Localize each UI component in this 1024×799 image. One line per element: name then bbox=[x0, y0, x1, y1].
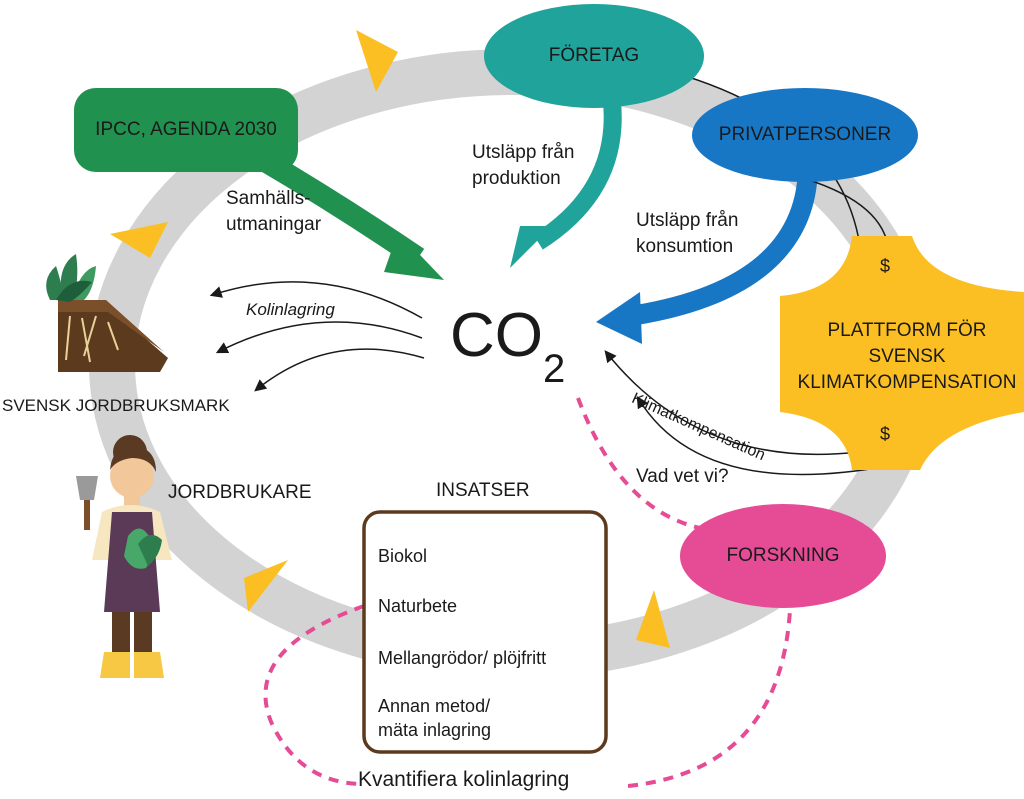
soil-block bbox=[58, 306, 168, 372]
blue-arrow bbox=[628, 161, 819, 326]
foretag-label: FÖRETAG bbox=[548, 45, 640, 66]
plattform-line-1: PLATTFORM FÖR bbox=[827, 320, 987, 341]
kolinlagring-arrow-3 bbox=[254, 348, 425, 392]
green-arrowhead bbox=[384, 232, 444, 280]
insatser-item-naturbete: Naturbete bbox=[378, 596, 458, 616]
konsumtion-line-2: konsumtion bbox=[636, 236, 734, 257]
jordbruksmark-label: SVENSK JORDBRUKSMARK bbox=[2, 396, 230, 415]
kolinlagring-arrow-2 bbox=[215, 321, 423, 354]
teal-arrowhead bbox=[510, 226, 552, 268]
privatpersoner-label: PRIVATPERSONER bbox=[718, 124, 892, 145]
insatser-box bbox=[362, 510, 608, 754]
kvantifiera-label: Kvantifiera kolinlagring bbox=[358, 768, 570, 791]
plattform-line-2: SVENSK bbox=[868, 346, 946, 367]
ipcc-box: IPCC, AGENDA 2030 bbox=[74, 88, 298, 172]
produktion-line-1: Utsläpp från bbox=[472, 142, 575, 163]
blue-arrowhead bbox=[596, 292, 642, 344]
foretag-node: FÖRETAG bbox=[484, 4, 704, 108]
teal-arrow bbox=[533, 101, 622, 250]
produktion-label: Utsläpp från produktion bbox=[472, 140, 574, 192]
plattform-label: PLATTFORM FÖR SVENSK KLIMATKOMPENSATION bbox=[790, 318, 1024, 396]
forskning-node: FORSKNING bbox=[680, 504, 886, 608]
kolinlagring-arrow-1 bbox=[209, 281, 423, 319]
klimatkomp-arrow-1 bbox=[604, 350, 859, 456]
insatser-item-mellangrodor: Mellangrödor/ plöjfritt bbox=[378, 648, 547, 668]
soil-roots bbox=[65, 315, 119, 363]
soil-top bbox=[58, 300, 164, 352]
privatpersoner-node: PRIVATPERSONER bbox=[692, 88, 918, 182]
jordbrukare-label: JORDBRUKARE bbox=[168, 482, 312, 503]
samhalls-label: Samhälls- utmaningar bbox=[226, 186, 321, 238]
ring-arrow-1 bbox=[356, 30, 398, 92]
dollar-top: $ bbox=[880, 256, 891, 276]
co2-subscript: 2 bbox=[543, 347, 566, 391]
plattform-shape bbox=[780, 236, 1024, 470]
insatser-title: INSATSER bbox=[436, 480, 530, 501]
co2-label: CO2 bbox=[450, 300, 565, 391]
ring-arrow-4 bbox=[636, 590, 670, 648]
samhalls-line-2: utmaningar bbox=[226, 214, 322, 235]
insatser-item-biokol: Biokol bbox=[378, 546, 428, 566]
insatser-item-mata-inlagring: mäta inlagring bbox=[378, 720, 492, 740]
pink-dashed-co2-forskning bbox=[576, 397, 701, 530]
co2-main: CO bbox=[450, 301, 543, 370]
insatser-item-annan-metod: Annan metod/ bbox=[378, 696, 491, 716]
ring-arrow-3 bbox=[244, 560, 288, 612]
kolinlagring-label: Kolinlagring bbox=[246, 300, 335, 319]
plattform-line-3: KLIMATKOMPENSATION bbox=[797, 372, 1017, 393]
pink-dashed-kvantifiera bbox=[263, 604, 365, 786]
pink-dashed-kvantifiera-right bbox=[627, 609, 792, 788]
forskning-label: FORSKNING bbox=[726, 545, 840, 566]
plant-icon bbox=[46, 254, 96, 302]
ipcc-label: IPCC, AGENDA 2030 bbox=[95, 119, 277, 140]
farmer-illustration bbox=[76, 435, 172, 678]
konsumtion-line-1: Utsläpp från bbox=[636, 210, 739, 231]
produktion-line-2: produktion bbox=[472, 168, 561, 189]
vad-vet-vi-label: Vad vet vi? bbox=[636, 466, 729, 487]
konsumtion-label: Utsläpp från konsumtion bbox=[636, 208, 738, 260]
samhalls-line-1: Samhälls- bbox=[226, 188, 311, 209]
ring-arrow-2 bbox=[110, 222, 168, 258]
klimatkomp-arrow-2 bbox=[636, 395, 889, 476]
dollar-bottom: $ bbox=[880, 424, 891, 444]
